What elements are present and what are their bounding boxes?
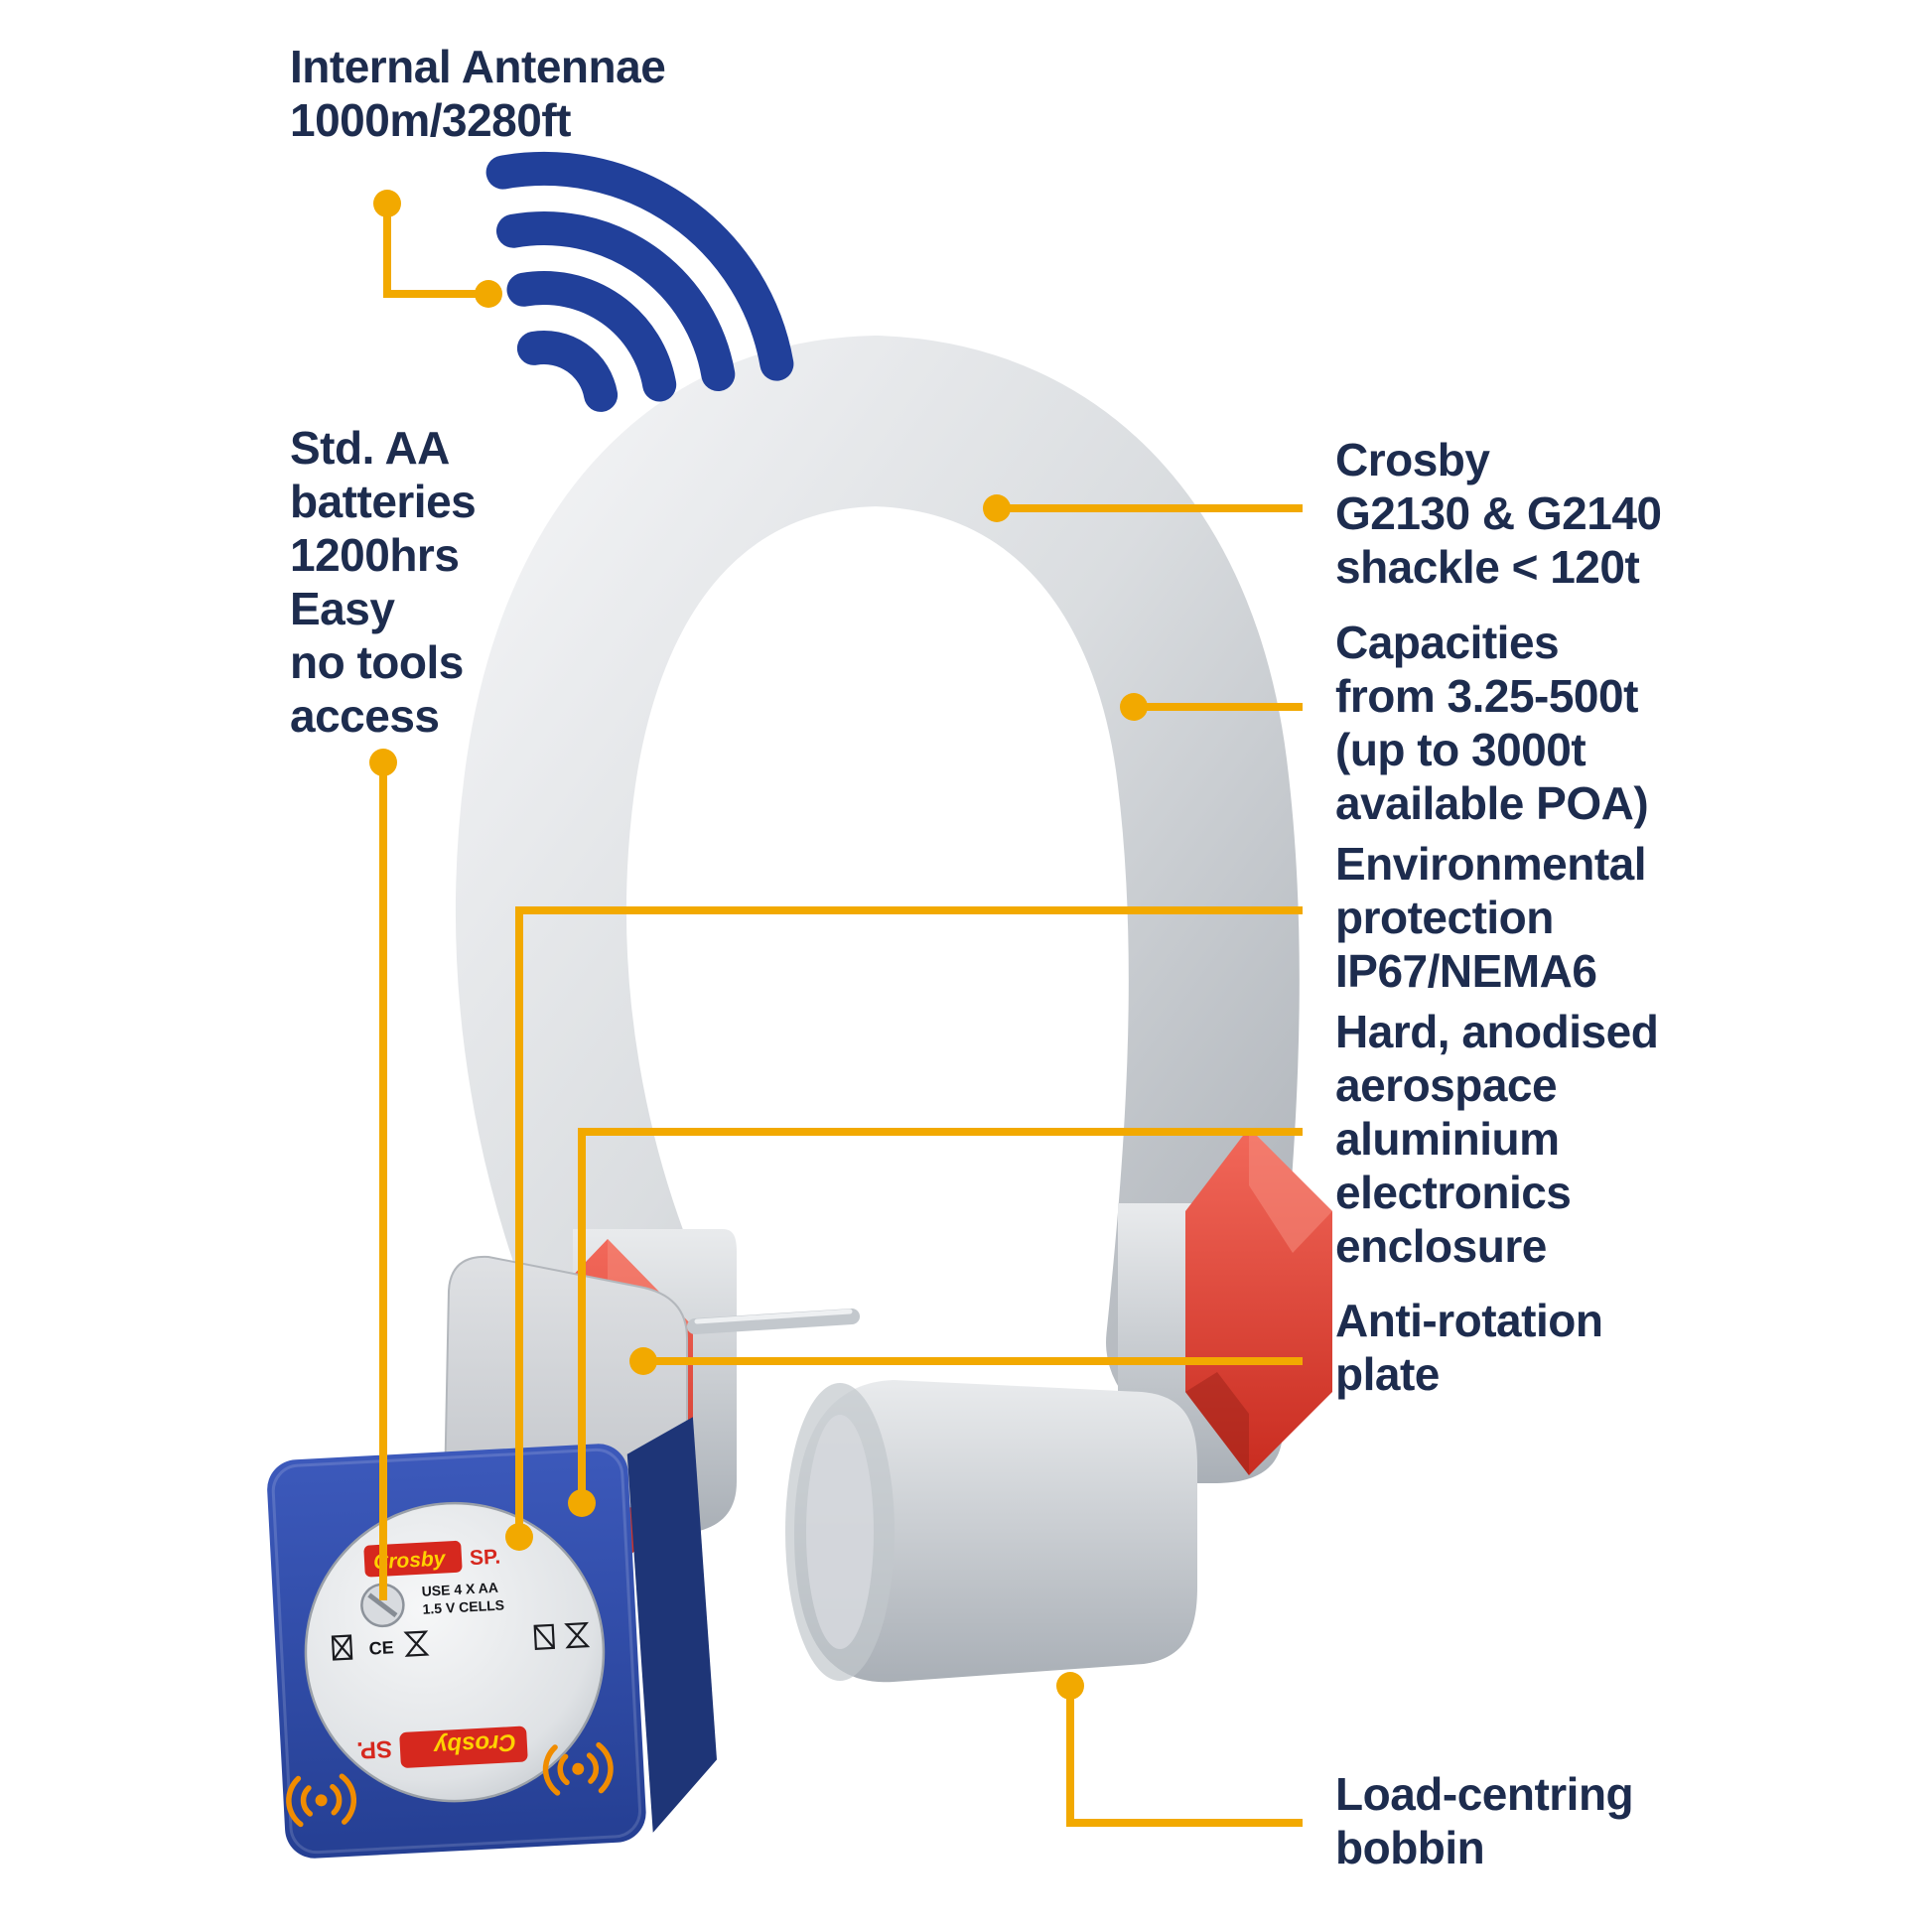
callout-dot-capacities: [1120, 693, 1148, 721]
pin-nut-right: [1185, 1128, 1332, 1475]
callout-dot-shackle-model: [983, 494, 1011, 522]
enclosure-side-face: [626, 1417, 717, 1833]
wifi-badge-right: [542, 1741, 614, 1796]
brand2-text: SP.: [469, 1546, 500, 1571]
battery-instruction-line1: USE 4 X AA: [421, 1580, 498, 1599]
battery-screw: [360, 1583, 405, 1628]
callout-dot-internal-antennae-a: [373, 190, 401, 217]
callout-line-internal-antennae: [383, 204, 488, 298]
label-environmental: Environmental protection IP67/NEMA6: [1335, 838, 1647, 997]
callout-dot-internal-antennae-b: [475, 280, 502, 308]
callout-dot-batteries: [369, 749, 397, 776]
brand-logo-inverted: Crosby SP.: [356, 1725, 528, 1768]
certification-icons: [331, 1621, 591, 1661]
wireless-signal-icon: [485, 152, 794, 412]
label-bobbin: Load-centring bobbin: [1335, 1768, 1634, 1873]
label-enclosure: Hard, anodised aerospace aluminium elect…: [1335, 1006, 1659, 1272]
callout-lines: [369, 190, 1303, 1827]
battery-instruction-line2: 1.5 V CELLS: [422, 1596, 504, 1616]
brand2-text-inverted: SP.: [356, 1735, 393, 1764]
label-internal-antennae: Internal Antennae 1000m/3280ft: [290, 41, 666, 146]
callout-dot-environmental: [505, 1523, 533, 1551]
callout-line-bobbin: [1066, 1686, 1303, 1827]
load-bobbin: [785, 1380, 1197, 1683]
label-batteries: Std. AA batteries 1200hrs Easy no tools …: [290, 422, 477, 742]
callout-dot-bobbin: [1056, 1672, 1084, 1700]
label-capacities: Capacities from 3.25-500t (up to 3000t a…: [1335, 617, 1649, 829]
brand-text-inverted: Crosby: [432, 1728, 517, 1759]
electronics-enclosure: Crosby SP. USE 4 X AA 1.5 V CELLS CE Cro…: [267, 1417, 717, 1859]
callout-dot-anti-rotation: [629, 1347, 657, 1375]
label-shackle-model: Crosby G2130 & G2140 shackle < 120t: [1335, 434, 1662, 593]
callout-line-enclosure: [578, 1128, 1303, 1503]
callout-line-environmental: [515, 906, 1303, 1537]
wifi-badge-left: [286, 1773, 357, 1828]
shackle-bow: [456, 335, 1300, 1444]
label-anti-rotation: Anti-rotation plate: [1335, 1295, 1603, 1400]
ce-mark: CE: [368, 1637, 394, 1658]
anti-rotation-pin: [687, 1309, 860, 1334]
callout-dot-enclosure: [568, 1489, 596, 1517]
